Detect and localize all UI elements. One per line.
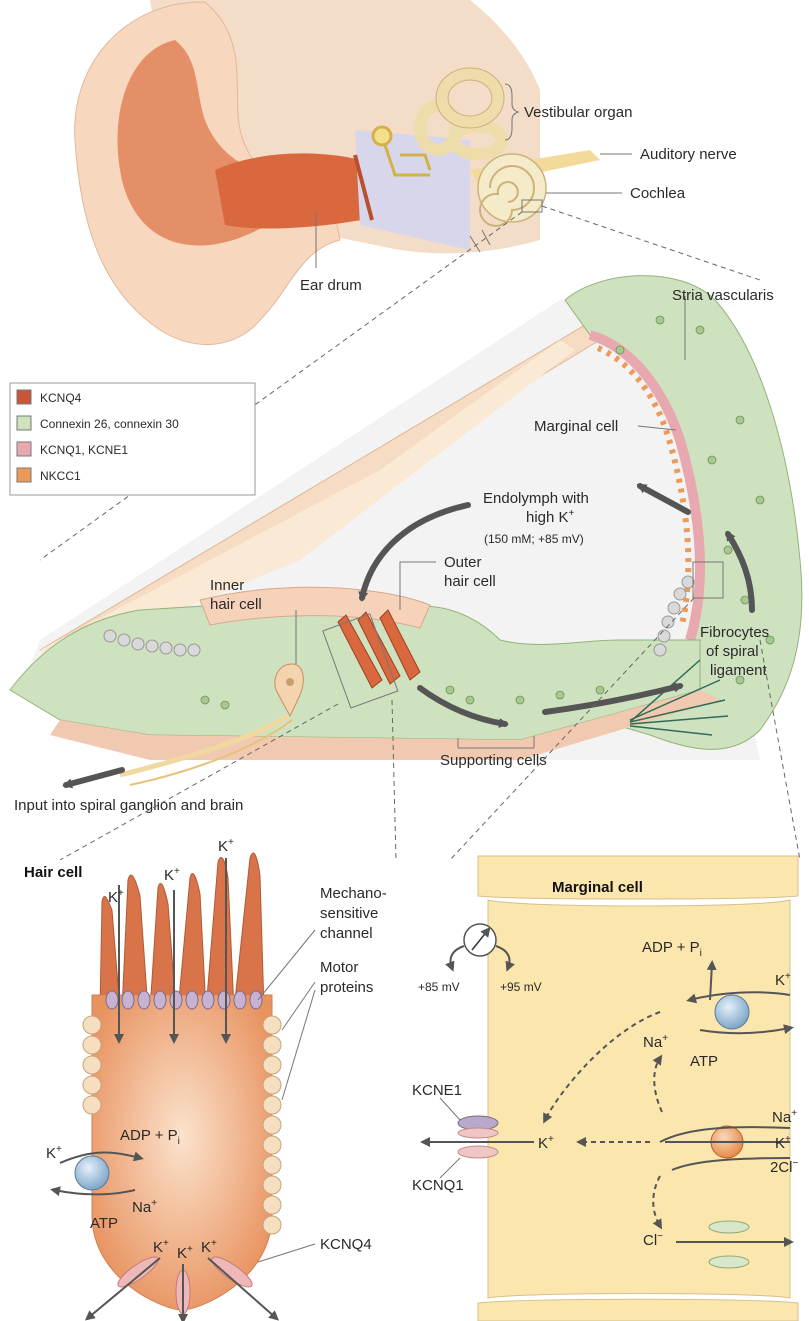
endolymph-line2: high K+ — [526, 508, 575, 526]
marginal-cell-bottom — [478, 1299, 798, 1321]
outer-hair-cell-label-2: hair cell — [444, 573, 496, 590]
legend-swatch — [17, 442, 31, 456]
inner-hair-cell-label-1: Inner — [210, 577, 244, 594]
marginal-cell-panel: Marginal cell +85 mV +95 mV ADP + Pi K+ … — [412, 856, 799, 1321]
kcne1-label: KCNE1 — [412, 1082, 462, 1099]
fibrocytes-label-2: of spiral — [706, 643, 759, 660]
k-label-3: K+ — [218, 837, 234, 855]
motor-label-2: proteins — [320, 979, 373, 996]
kcnq4-label: KCNQ4 — [320, 1236, 372, 1253]
legend: KCNQ4 Connexin 26, connexin 30 KCNQ1, KC… — [10, 383, 255, 495]
mechano-label-2: sensitive — [320, 905, 378, 922]
mechano-label-3: channel — [320, 925, 373, 942]
vestibular-organ-label: Vestibular organ — [524, 104, 632, 121]
ear-drum-label: Ear drum — [300, 277, 362, 294]
legend-label-kcnq4: KCNQ4 — [40, 391, 82, 405]
cochlea-label: Cochlea — [630, 185, 686, 202]
fibrocytes-label-3: ligament — [710, 662, 768, 679]
zoom-line-right — [542, 206, 760, 280]
legend-label-connexin: Connexin 26, connexin 30 — [40, 417, 179, 431]
supporting-cells-label: Supporting cells — [440, 752, 547, 769]
voltage-95-label: +95 mV — [500, 980, 542, 994]
outer-hair-cell-label-1: Outer — [444, 554, 482, 571]
voltage-85-label: +85 mV — [418, 980, 460, 994]
endolymph-values: (150 mM; +85 mV) — [484, 532, 584, 546]
motor-proteins-right — [263, 1016, 281, 1234]
legend-item: NKCC1 — [17, 468, 81, 483]
legend-swatch — [17, 468, 31, 482]
input-arrow — [66, 770, 122, 785]
stria-vascularis-label: Stria vascularis — [672, 287, 774, 304]
k-label-pump: K+ — [46, 1144, 62, 1162]
input-label: Input into spiral ganglion and brain — [14, 797, 243, 814]
marginal-cell-label: Marginal cell — [534, 418, 618, 435]
auditory-nerve-label: Auditory nerve — [640, 146, 737, 163]
legend-label-kcnq1-kcne1: KCNQ1, KCNE1 — [40, 443, 128, 457]
atp-label-marginal: ATP — [690, 1053, 718, 1070]
legend-swatch — [17, 390, 31, 404]
marginal-cell-title: Marginal cell — [552, 879, 643, 896]
legend-swatch — [17, 416, 31, 430]
ear-canal — [215, 153, 372, 228]
hair-cell-panel: Hair cell — [24, 837, 387, 1320]
legend-item: Connexin 26, connexin 30 — [17, 416, 179, 431]
na-label-nkcc: Na+ — [772, 1108, 797, 1126]
atp-label-hair: ATP — [90, 1215, 118, 1232]
fibrocytes-label-1: Fibrocytes — [700, 624, 769, 641]
marginal-cell-body — [488, 900, 790, 1298]
hair-cell-body — [92, 995, 272, 1310]
endolymph-line1: Endolymph with — [483, 490, 589, 507]
legend-item: KCNQ4 — [17, 390, 82, 405]
kcne1-kcnq1-channel — [458, 1116, 498, 1158]
inner-hair-cell-label-2: hair cell — [210, 596, 262, 613]
kcnq1-label: KCNQ1 — [412, 1177, 464, 1194]
motor-proteins-left — [83, 1016, 101, 1114]
motor-label-1: Motor — [320, 959, 358, 976]
cl2-label-nkcc: 2Cl− — [770, 1158, 799, 1176]
mechano-label-1: Mechano- — [320, 885, 387, 902]
hair-cell-title: Hair cell — [24, 864, 82, 881]
legend-label-nkcc1: NKCC1 — [40, 469, 81, 483]
cochlear-cross-section: Stria vascularis Marginal cell Endolymph… — [10, 276, 802, 814]
stereocilia — [100, 853, 264, 1010]
k-label-2: K+ — [164, 866, 180, 884]
k-label-1: K+ — [108, 888, 124, 906]
